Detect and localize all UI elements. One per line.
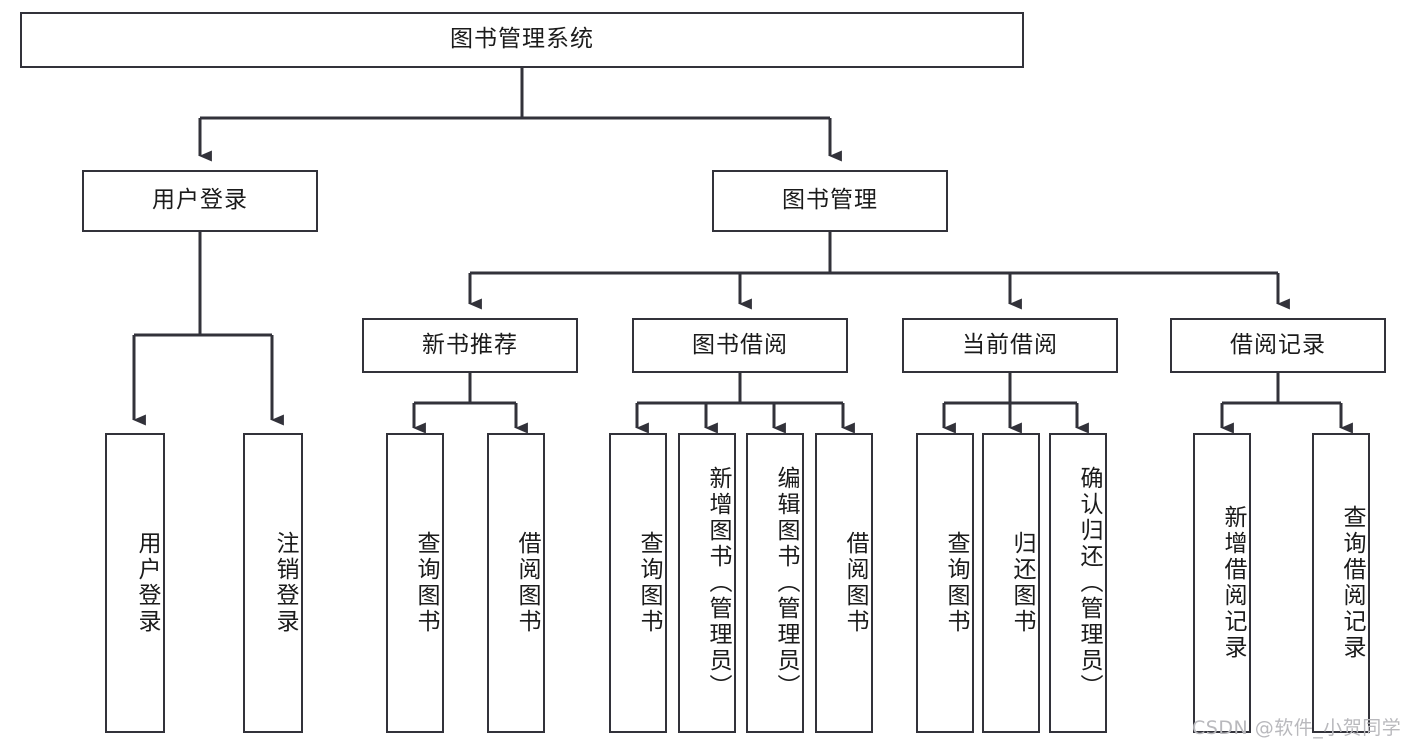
leaf-add-record[interactable]: 新增借阅记录 [1193, 433, 1251, 733]
node-label: 查询图书 [413, 531, 439, 635]
node-current-borrow[interactable]: 当前借阅 [902, 318, 1118, 373]
leaf-return-book[interactable]: 归还图书 [982, 433, 1040, 733]
node-label: 查询图书 [943, 531, 969, 635]
node-label: 新书推荐 [422, 331, 518, 358]
node-new-book-recommend[interactable]: 新书推荐 [362, 318, 578, 373]
leaf-query-book-2[interactable]: 查询图书 [609, 433, 667, 733]
csdn-watermark: CSDN @软件_小贺同学 [1192, 717, 1402, 739]
node-label: 用户登录 [152, 187, 248, 214]
leaf-query-book-1[interactable]: 查询图书 [386, 433, 444, 733]
node-book-borrow[interactable]: 图书借阅 [632, 318, 848, 373]
leaf-user-login[interactable]: 用户登录 [105, 433, 165, 733]
leaf-add-book[interactable]: 新增图书（管理员） [678, 433, 736, 733]
leaf-logout-login[interactable]: 注销登录 [243, 433, 303, 733]
node-label: 当前借阅 [962, 331, 1058, 358]
node-label: 图书管理系统 [450, 26, 594, 53]
leaf-query-book-3[interactable]: 查询图书 [916, 433, 974, 733]
leaf-borrow-book-1[interactable]: 借阅图书 [487, 433, 545, 733]
node-label: 借阅记录 [1230, 331, 1326, 358]
node-label: 新增借阅记录 [1220, 505, 1246, 661]
node-label: 新增图书（管理员） [705, 466, 731, 700]
node-label: 图书借阅 [692, 331, 788, 358]
node-root-book-management-system[interactable]: 图书管理系统 [20, 12, 1024, 68]
node-label: 查询图书 [636, 531, 662, 635]
node-book-management[interactable]: 图书管理 [712, 170, 948, 232]
node-label: 注销登录 [272, 531, 298, 635]
node-label: 借阅图书 [842, 531, 868, 635]
node-label: 用户登录 [134, 531, 160, 635]
node-label: 确认归还（管理员） [1076, 466, 1102, 700]
node-user-login[interactable]: 用户登录 [82, 170, 318, 232]
node-label: 图书管理 [782, 187, 878, 214]
leaf-confirm-return[interactable]: 确认归还（管理员） [1049, 433, 1107, 733]
node-label: 查询借阅记录 [1339, 505, 1365, 661]
node-label: 借阅图书 [514, 531, 540, 635]
leaf-query-record[interactable]: 查询借阅记录 [1312, 433, 1370, 733]
leaf-edit-book[interactable]: 编辑图书（管理员） [746, 433, 804, 733]
node-label: 编辑图书（管理员） [773, 466, 799, 700]
node-label: 归还图书 [1009, 531, 1035, 635]
node-borrow-record[interactable]: 借阅记录 [1170, 318, 1386, 373]
leaf-borrow-book-2[interactable]: 借阅图书 [815, 433, 873, 733]
